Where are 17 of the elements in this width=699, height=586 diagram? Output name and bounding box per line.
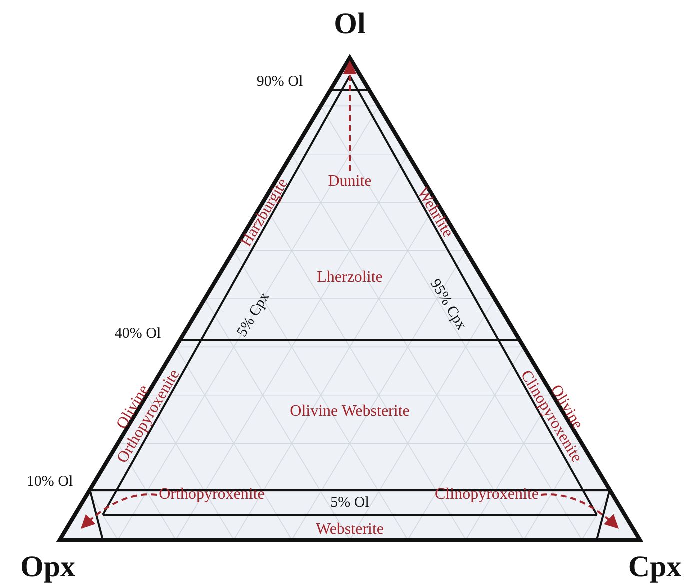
percent-label: 90% Ol: [256, 74, 304, 90]
apex-label: Ol: [334, 8, 366, 40]
rock-name: Dunite: [328, 173, 372, 191]
percent-label: 5% Cpx: [234, 290, 274, 340]
leader-arrow: [80, 494, 158, 529]
rock-name: Websterite: [316, 521, 384, 539]
rock-name: Clinopyroxenite: [435, 486, 539, 504]
percent-label: 5% Ol: [330, 494, 370, 512]
rock-name: Lherzolite: [317, 269, 383, 287]
vertex-label: Cpx: [628, 550, 682, 584]
leader-arrow: [540, 494, 620, 529]
percent-label: 40% Ol: [114, 326, 162, 342]
rock-name: Orthopyroxenite: [159, 486, 265, 504]
vertex-label: Opx: [20, 550, 76, 584]
percent-label: 10% Ol: [26, 474, 74, 490]
leader-arrow: [343, 60, 357, 172]
rock-name: Olivine Websterite: [290, 403, 410, 421]
